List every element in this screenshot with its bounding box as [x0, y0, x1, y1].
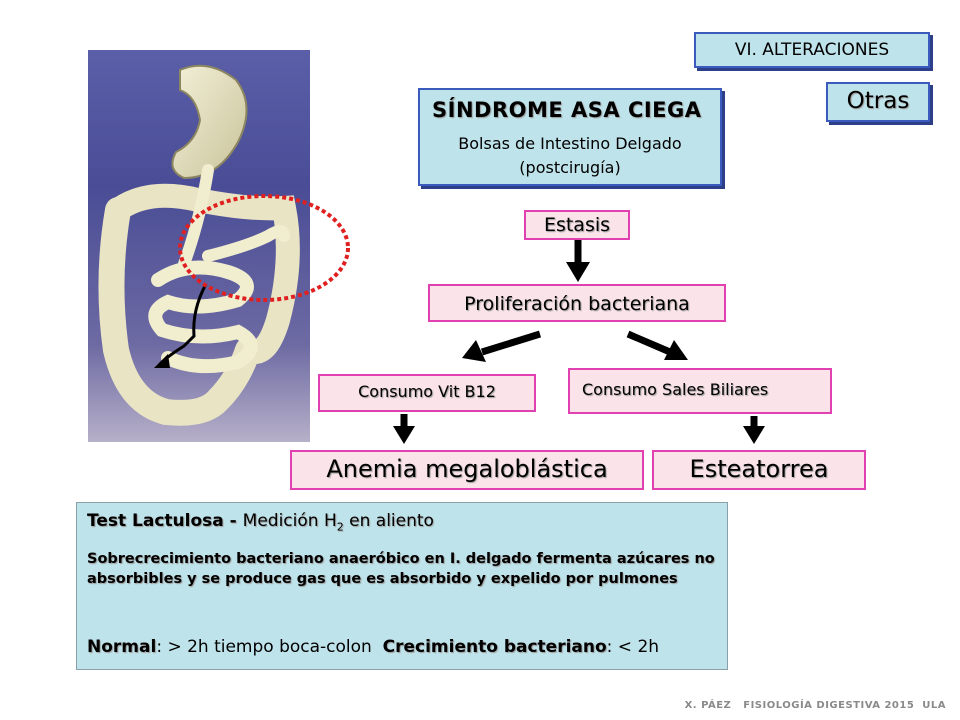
section-label-box: VI. ALTERACIONES	[694, 32, 930, 68]
syndrome-title-box: SÍNDROME ASA CIEGA Bolsas de Intestino D…	[418, 88, 722, 186]
test-dash: -	[223, 511, 243, 531]
proliferacion-label: Proliferación bacteriana	[464, 293, 690, 315]
proliferacion-box: Proliferación bacteriana	[428, 284, 726, 322]
bacterial-value: : < 2h	[606, 637, 660, 657]
anemia-box: Anemia megaloblástica	[290, 450, 644, 490]
section-label: VI. ALTERACIONES	[734, 40, 890, 60]
test-name: Test Lactulosa	[87, 511, 224, 531]
bacterial-label: Crecimiento bacteriano	[382, 637, 607, 657]
esteatorrea-box: Esteatorrea	[652, 450, 866, 490]
anemia-label: Anemia megaloblástica	[326, 455, 608, 483]
consumo-sales-label: Consumo Sales Biliares	[582, 380, 769, 399]
arrow-b12-to-anemia	[393, 414, 415, 444]
digestive-tract-illustration	[88, 50, 310, 442]
estasis-label: Estasis	[543, 214, 611, 236]
syndrome-subtitle-line2: (postcirugía)	[519, 158, 621, 177]
normal-label: Normal	[87, 637, 157, 657]
consumo-b12-box: Consumo Vit B12	[318, 374, 536, 412]
lactulose-test-box: Test Lactulosa - Medición H2 en aliento …	[76, 502, 728, 670]
test-heading: Test Lactulosa - Medición H2 en aliento	[87, 511, 434, 533]
test-measure-sub: 2	[336, 520, 344, 534]
estasis-box: Estasis	[524, 210, 630, 240]
test-description: Sobrecrecimiento bacteriano anaeróbico e…	[87, 551, 715, 587]
test-measure-prefix: Medición H	[242, 511, 337, 531]
esteatorrea-label: Esteatorrea	[689, 455, 829, 483]
arrow-proliferacion-to-b12	[462, 330, 542, 362]
arrow-proliferacion-to-sales	[626, 330, 688, 360]
normal-value: : > 2h tiempo boca-colon	[156, 637, 372, 657]
footer-credit: X. PÁEZ FISIOLOGÍA DIGESTIVA 2015 ULA	[684, 700, 946, 711]
syndrome-subtitle-line1: Bolsas de Intestino Delgado	[458, 134, 682, 153]
consumo-sales-box: Consumo Sales Biliares	[568, 368, 832, 414]
arrow-estasis-to-proliferacion	[566, 240, 590, 282]
subsection-label: Otras	[846, 88, 910, 114]
arrow-sales-to-esteatorrea	[743, 416, 765, 444]
test-results: Normal: > 2h tiempo boca-colon Crecimien…	[87, 637, 659, 657]
blind-loop-highlight	[178, 194, 350, 302]
consumo-b12-label: Consumo Vit B12	[358, 382, 496, 401]
syndrome-title: SÍNDROME ASA CIEGA	[432, 98, 702, 122]
test-measure-suffix: en aliento	[343, 511, 434, 531]
subsection-label-box: Otras	[826, 82, 930, 122]
